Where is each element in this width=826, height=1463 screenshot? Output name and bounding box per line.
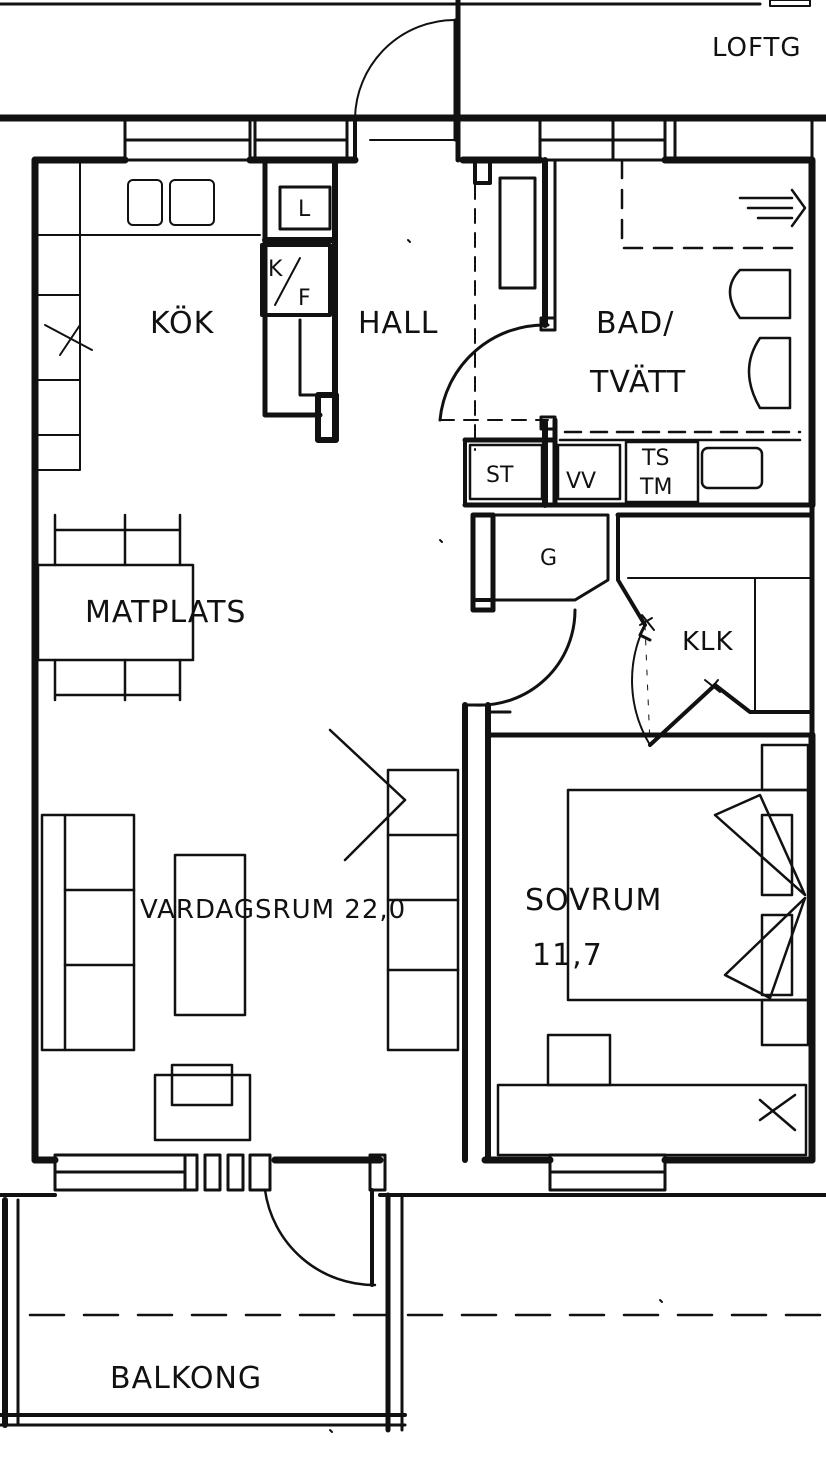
bedroom-door (471, 598, 577, 707)
living-room-furniture (40, 728, 460, 1142)
label-hall: HALL (358, 306, 439, 341)
label-tm: TM (639, 475, 672, 500)
label-vv: VV (566, 469, 596, 494)
label-bad: BAD/ (596, 306, 674, 341)
loftgang-corridor (0, 0, 826, 163)
bathroom-walls (462, 157, 815, 508)
balcony (0, 1192, 826, 1433)
stray-marks (329, 239, 663, 1433)
top-windows (123, 118, 814, 162)
entry-door (353, 18, 457, 162)
label-ts: TS (641, 446, 669, 471)
label-kf-f: F (298, 286, 311, 311)
bathroom-fixtures (468, 158, 807, 504)
label-matplats: MATPLATS (85, 595, 246, 630)
living-bedroom-partition (462, 702, 815, 1163)
label-sovrum: SOVRUM (525, 883, 662, 918)
bathroom-door (438, 316, 557, 431)
label-g: G (540, 546, 557, 571)
balcony-door (263, 1188, 377, 1287)
label-vardagsrum: VARDAGSRUM 22,0 (140, 895, 406, 925)
label-loftgang: LOFTG (712, 33, 802, 63)
label-klk: KLK (682, 627, 734, 657)
label-balkong: BALKONG (110, 1361, 262, 1396)
label-l: L (298, 197, 311, 222)
label-sovrum-area: 11,7 (532, 938, 603, 973)
bottom-windows (0, 1153, 826, 1197)
label-st: ST (486, 463, 514, 488)
bedroom-furniture (496, 743, 810, 1157)
wardrobe-area (470, 512, 815, 747)
label-kf-k: K (268, 257, 283, 282)
kitchen-counter (34, 159, 261, 471)
dining-table (36, 513, 195, 702)
label-kok: KÖK (150, 305, 215, 341)
label-tvatt: TVÄTT (589, 364, 686, 400)
fridge-column (260, 157, 339, 443)
